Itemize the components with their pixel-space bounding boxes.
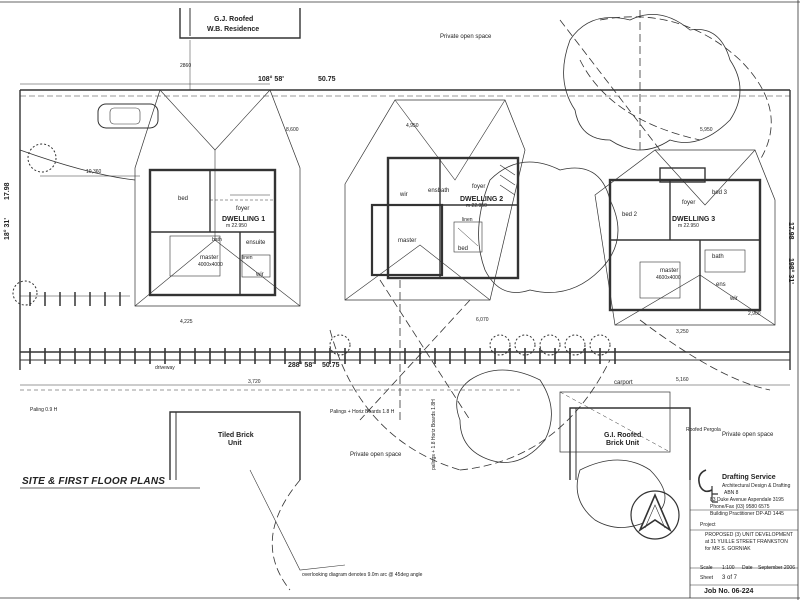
d2-room-master: master bbox=[398, 238, 417, 244]
scale-label: Scale bbox=[700, 565, 713, 571]
project-line-2: at 31 YUILLE STREET FRANKSTON bbox=[705, 539, 788, 545]
date-value: September 2006 bbox=[758, 565, 795, 571]
left-boundary-length: 17.98 bbox=[4, 182, 11, 200]
d1-room-wir: wir bbox=[256, 272, 264, 278]
company-sub: Architectural Design & Drafting bbox=[722, 483, 791, 489]
right-dim-5950: 5,950 bbox=[700, 127, 713, 133]
d1-room-ensuite: ensuite bbox=[246, 240, 266, 246]
d1-room-master: master bbox=[200, 255, 219, 261]
top-neighbour-label: G.J. Roofed bbox=[214, 16, 254, 23]
palings-vertical-note: palings + 1.8 Horiz Boards 1.8H bbox=[431, 399, 437, 470]
d2-room-bed: bed bbox=[458, 246, 469, 252]
d1-room-bath: bath bbox=[212, 237, 222, 243]
top-boundary-bearing: 108° 58' bbox=[258, 76, 284, 83]
d3-room-master: master bbox=[660, 268, 679, 274]
d1-room-foyer: foyer bbox=[236, 206, 250, 212]
bottom-boundary-bearing: 288° 58' bbox=[288, 362, 314, 369]
overlooking-note: overlooking diagram denotes 9.0m arc @ 4… bbox=[302, 572, 423, 578]
bottom-fence-note: Palings + Horiz Boards 1.8 H bbox=[330, 409, 395, 415]
d3-room-foyer: foyer bbox=[682, 200, 696, 206]
sheet-label: Sheet bbox=[700, 575, 714, 581]
carport-label: carport bbox=[614, 380, 633, 386]
company-name: Drafting Service bbox=[722, 474, 776, 481]
job-number: Job No. 06-224 bbox=[704, 588, 754, 595]
d2-room-linen: linen bbox=[462, 217, 473, 223]
d3-room-bed3: bed 3 bbox=[712, 190, 728, 196]
d3-room-ens: ens bbox=[716, 282, 726, 288]
d1-area: m 22.950 bbox=[226, 223, 247, 229]
driveway-label: driveway bbox=[155, 365, 175, 371]
date-label: Date bbox=[742, 565, 753, 571]
right-boundary-length: 17.98 bbox=[787, 222, 794, 240]
top-neighbour-sub-label: W.B. Residence bbox=[207, 26, 260, 33]
bottom-neighbour-left: Tiled Brick bbox=[218, 432, 254, 439]
private-open-space-mid: Private open space bbox=[350, 452, 402, 458]
d3-dwelling-label: DWELLING 3 bbox=[672, 216, 716, 223]
d2-room-foyer: foyer bbox=[472, 184, 486, 190]
d2-dwelling-label: DWELLING 2 bbox=[460, 196, 504, 203]
project-line-3: for MR S. GORNIAK bbox=[705, 546, 751, 552]
d3-master-size: 4600x4000 bbox=[656, 275, 681, 281]
left-dim-4225: 4,225 bbox=[180, 319, 193, 325]
bottom-neighbour-left-sub: Unit bbox=[228, 440, 242, 447]
company-licence: Building Practitioner DP-AD 1445 bbox=[710, 511, 784, 517]
sheet-value: 3 of 7 bbox=[722, 575, 738, 581]
company-phone: Phone/Fax (03) 9580 6575 bbox=[710, 504, 770, 510]
left-fence-note: Paling 0.9 H bbox=[30, 407, 58, 413]
roofed-pergola-label: Roofed Pergola bbox=[686, 427, 721, 433]
d1-dwelling-label: DWELLING 1 bbox=[222, 216, 266, 223]
top-boundary-length: 50.75 bbox=[318, 76, 336, 83]
d2-room-ensbath: ensbath bbox=[428, 188, 450, 194]
right-dim-3250: 3,250 bbox=[676, 329, 689, 335]
bottom-dim-3720: 3,720 bbox=[248, 379, 261, 385]
project-line-1: PROPOSED (3) UNIT DEVELOPMENT bbox=[705, 532, 793, 538]
right-boundary-bearing: 198° 31' bbox=[787, 258, 794, 284]
left-dim-10360: 10,360 bbox=[86, 169, 102, 175]
company-abn: ABN 8 bbox=[724, 490, 739, 496]
d3-area: m 22.950 bbox=[678, 223, 699, 229]
company-address: 83 Duke Avenue Aspendale 3195 bbox=[710, 497, 784, 503]
bottom-neighbour-right: G.I. Roofed bbox=[604, 432, 642, 439]
d2-dim-6070: 6,070 bbox=[476, 317, 489, 323]
left-boundary-bearing: 18° 31' bbox=[4, 218, 11, 240]
scale-value: 1:100 bbox=[722, 565, 735, 571]
private-open-space-top: Private open space bbox=[440, 34, 492, 40]
bottom-neighbour-right-sub: Brick Unit bbox=[606, 440, 640, 447]
d2-dim-4950: 4,950 bbox=[406, 123, 419, 129]
d1-room-bed: bed bbox=[178, 196, 189, 202]
d3-room-wir: wir bbox=[730, 296, 738, 302]
d2-room-wir: wir bbox=[400, 192, 408, 198]
d3-room-bed2: bed 2 bbox=[622, 212, 638, 218]
left-dim-8600: 8,600 bbox=[286, 127, 299, 133]
plan-title: SITE & FIRST FLOOR PLANS bbox=[22, 476, 166, 487]
private-open-space-right: Private open space bbox=[722, 432, 774, 438]
d1-master-size: 4000x4000 bbox=[198, 262, 223, 268]
bottom-boundary-length: 50.75 bbox=[322, 362, 340, 369]
top-setback-dim: 2860 bbox=[180, 63, 192, 69]
bottom-dim-5160: 5,160 bbox=[676, 377, 689, 383]
project-label: Project bbox=[700, 522, 716, 528]
d2-area: m 22.950 bbox=[466, 203, 487, 209]
d1-room-linen: linen bbox=[242, 255, 253, 261]
d3-room-bath: bath bbox=[712, 254, 724, 260]
right-dim-2900: 2,900 bbox=[748, 311, 761, 317]
